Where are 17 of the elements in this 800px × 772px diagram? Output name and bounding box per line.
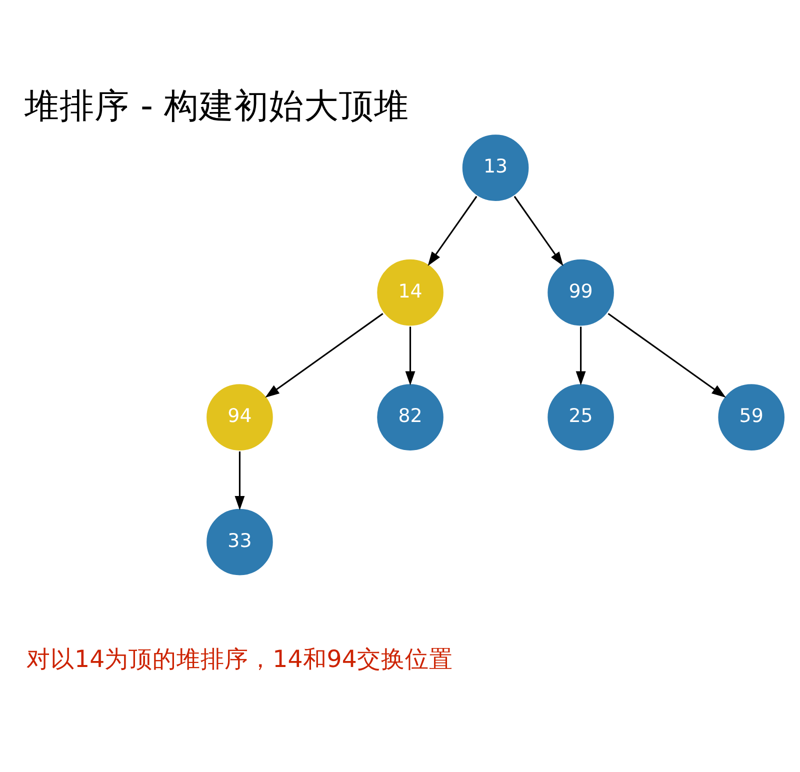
arrow — [428, 195, 478, 266]
node-circle: 59 — [716, 382, 786, 452]
arrow — [405, 326, 416, 385]
arrow — [608, 312, 726, 398]
node-circle: 14 — [376, 257, 445, 327]
node-circle: 25 — [546, 382, 616, 452]
arrow — [576, 326, 586, 385]
label: 对以14为顶的堆排序，14和94交换位置 — [26, 644, 453, 672]
arrow — [514, 195, 564, 266]
arrow — [234, 450, 245, 510]
arrow — [265, 312, 384, 398]
node-circle: 33 — [204, 506, 274, 576]
node-circle: 13 — [460, 132, 530, 202]
diagram-title: 堆排序 - 构建初始大顶堆 — [24, 86, 410, 126]
node-circle: 99 — [546, 257, 616, 327]
node-circle: 82 — [376, 382, 445, 452]
node-circle: 94 — [204, 382, 274, 452]
